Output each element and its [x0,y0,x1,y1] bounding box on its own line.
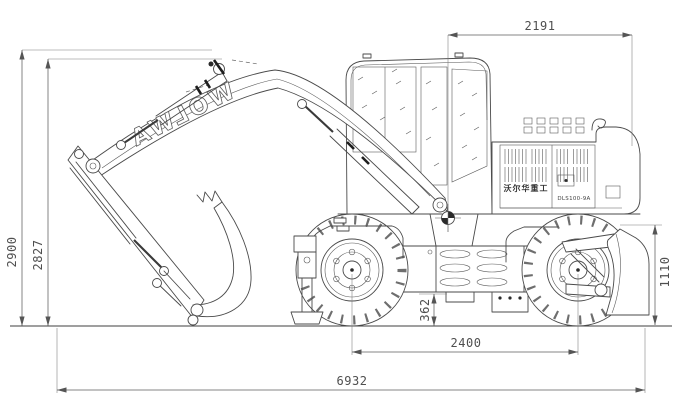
model-label: DLS100-9A [557,196,590,202]
dim-height-boom: 2827 [31,58,222,326]
dim-height-max-label: 2900 [5,237,19,268]
dim-height-boom-label: 2827 [31,240,45,271]
body-brand-label: 沃尔华重工 [504,183,549,193]
engine-hood: 沃尔华重工 DLS100-9A [491,117,641,215]
upper-structure: 沃尔华重工 DLS100-9A [333,52,641,247]
louver-panel [499,144,596,209]
logo-plate [557,174,575,187]
bucket-pivot [190,303,204,317]
bucket [187,190,252,326]
louvers-left-row2 [504,167,547,182]
dim-blade-height-label: 1110 [658,257,672,288]
glass-hatch-mid [425,80,440,167]
dim-wheelbase-label: 2400 [451,336,482,350]
rear-fender [505,226,559,263]
bucket-cylinder [69,161,191,307]
louvers-right-row1 [556,149,588,164]
deck-vents [523,117,585,134]
dim-height-max: 2900 [5,49,212,326]
arm-boom-pivot [85,158,101,174]
dozer-blade [561,228,650,316]
dim-tail-to-rear: 2191 [447,19,633,232]
dimension-annotations: 2900 2827 2191 1110 362 2400 [5,19,672,393]
excavator: 沃尔华重工 DLS100-9A [10,52,672,327]
boom-brand-logo: WOLWA [125,78,239,153]
cab [345,52,493,215]
dim-overall-length: 6932 [56,328,646,393]
cab-rear-window [451,68,488,183]
cab-mid-window [420,66,448,186]
blade-pivot [594,283,608,297]
dim-ground-clearance: 362 [418,293,447,326]
axle-housing [445,291,475,303]
dim-blade-height: 1110 [620,224,672,325]
blade-body [605,228,650,316]
boom-cylinder [297,99,420,215]
outrigger-foot [290,311,324,325]
louvers-left-row1 [504,149,547,164]
dim-tail-to-rear-label: 2191 [525,19,556,33]
louvers-right-row2 [556,167,588,182]
dim-overall-length-label: 6932 [337,374,368,388]
boom-foot-pivot [432,197,448,213]
dim-wheelbase: 2400 [351,274,579,355]
bucket-teeth [196,190,223,203]
arm-cylinder [116,59,228,150]
glass-hatch-rear [457,80,480,161]
dim-ground-clearance-label: 362 [418,298,432,321]
access-panel [605,185,621,199]
front-tire-tread [297,215,407,325]
transmission-box [491,291,529,313]
outrigger [290,235,324,325]
exhaust-pipe [591,118,606,131]
bucket-link-pin [152,278,162,288]
